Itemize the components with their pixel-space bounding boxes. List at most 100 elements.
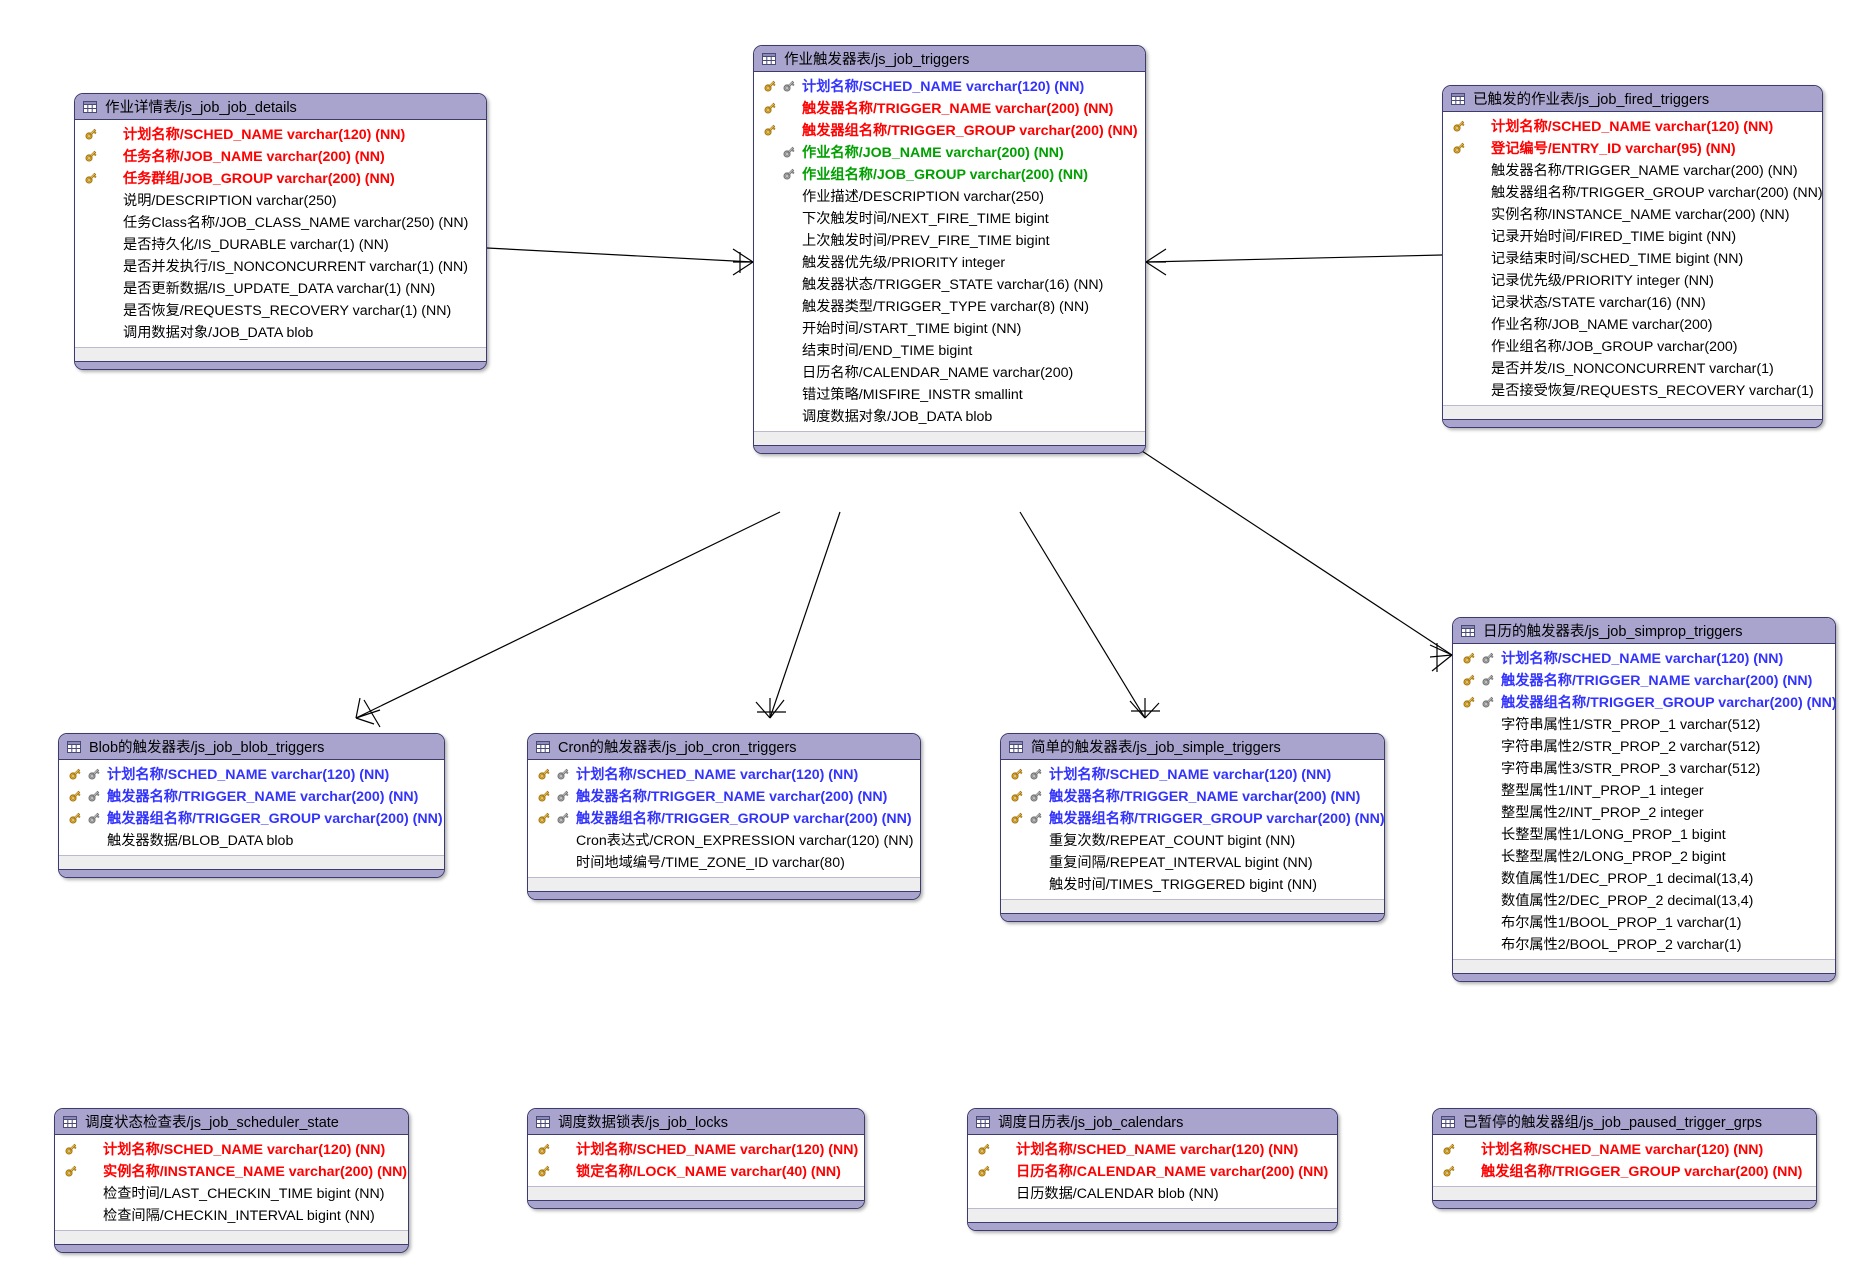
field-row[interactable]: 布尔属性1/BOOL_PROP_1 varchar(1) [1453, 911, 1835, 933]
field-row[interactable]: 计划名称/SCHED_NAME varchar(120) (NN) [1001, 763, 1384, 785]
field-row[interactable]: 日历数据/CALENDAR blob (NN) [968, 1182, 1337, 1204]
field-row[interactable]: 实例名称/INSTANCE_NAME varchar(200) (NN) [55, 1160, 408, 1182]
field-row[interactable]: 记录结束时间/SCHED_TIME bigint (NN) [1443, 247, 1822, 269]
field-row[interactable]: 作业名称/JOB_NAME varchar(200) [1443, 313, 1822, 335]
field-row[interactable]: 数值属性1/DEC_PROP_1 decimal(13,4) [1453, 867, 1835, 889]
field-row[interactable]: 触发器组名称/TRIGGER_GROUP varchar(200) (NN) [754, 119, 1145, 141]
field-row[interactable]: 记录开始时间/FIRED_TIME bigint (NN) [1443, 225, 1822, 247]
entity-job_simprop_triggers[interactable]: 日历的触发器表/js_job_simprop_triggers 计划名称/SCHE… [1452, 617, 1836, 982]
entity-job_job_details[interactable]: 作业详情表/js_job_job_details 计划名称/SCHED_NAME … [74, 93, 487, 370]
entity-title-job_locks[interactable]: 调度数据锁表/js_job_locks [528, 1109, 864, 1135]
field-row[interactable]: 是否更新数据/IS_UPDATE_DATA varchar(1) (NN) [75, 277, 486, 299]
entity-job_locks[interactable]: 调度数据锁表/js_job_locks 计划名称/SCHED_NAME varch… [527, 1108, 865, 1209]
field-row[interactable]: 记录优先级/PRIORITY integer (NN) [1443, 269, 1822, 291]
field-row[interactable]: 日历名称/CALENDAR_NAME varchar(200) [754, 361, 1145, 383]
field-row[interactable]: 作业组名称/JOB_GROUP varchar(200) [1443, 335, 1822, 357]
field-row[interactable]: 触发器组名称/TRIGGER_GROUP varchar(200) (NN) [1453, 691, 1835, 713]
field-row[interactable]: 是否恢复/REQUESTS_RECOVERY varchar(1) (NN) [75, 299, 486, 321]
field-row[interactable]: 调用数据对象/JOB_DATA blob [75, 321, 486, 343]
field-row[interactable]: 数值属性2/DEC_PROP_2 decimal(13,4) [1453, 889, 1835, 911]
field-row[interactable]: 整型属性1/INT_PROP_1 integer [1453, 779, 1835, 801]
entity-title-job_job_details[interactable]: 作业详情表/js_job_job_details [75, 94, 486, 120]
field-row[interactable]: 作业组名称/JOB_GROUP varchar(200) (NN) [754, 163, 1145, 185]
field-row[interactable]: 触发时间/TIMES_TRIGGERED bigint (NN) [1001, 873, 1384, 895]
field-row[interactable]: 触发器数据/BLOB_DATA blob [59, 829, 444, 851]
field-row[interactable]: 上次触发时间/PREV_FIRE_TIME bigint [754, 229, 1145, 251]
field-row[interactable]: 作业描述/DESCRIPTION varchar(250) [754, 185, 1145, 207]
field-row[interactable]: 是否并发执行/IS_NONCONCURRENT varchar(1) (NN) [75, 255, 486, 277]
field-row[interactable]: 字符串属性1/STR_PROP_1 varchar(512) [1453, 713, 1835, 735]
field-row[interactable]: 检查时间/LAST_CHECKIN_TIME bigint (NN) [55, 1182, 408, 1204]
field-row[interactable]: 登记编号/ENTRY_ID varchar(95) (NN) [1443, 137, 1822, 159]
field-row[interactable]: 实例名称/INSTANCE_NAME varchar(200) (NN) [1443, 203, 1822, 225]
field-row[interactable]: 计划名称/SCHED_NAME varchar(120) (NN) [528, 1138, 864, 1160]
field-row[interactable]: Cron表达式/CRON_EXPRESSION varchar(120) (NN… [528, 829, 920, 851]
entity-title-job_paused_trigger_grps[interactable]: 已暂停的触发器组/js_job_paused_trigger_grps [1433, 1109, 1816, 1135]
entity-title-job_simple_triggers[interactable]: 简单的触发器表/js_job_simple_triggers [1001, 734, 1384, 760]
entity-job_blob_triggers[interactable]: Blob的触发器表/js_job_blob_triggers 计划名称/SCHED… [58, 733, 445, 878]
entity-job_scheduler_state[interactable]: 调度状态检查表/js_job_scheduler_state 计划名称/SCHED… [54, 1108, 409, 1253]
field-row[interactable]: 触发器名称/TRIGGER_NAME varchar(200) (NN) [1001, 785, 1384, 807]
entity-job_cron_triggers[interactable]: Cron的触发器表/js_job_cron_triggers 计划名称/SCHED… [527, 733, 921, 900]
field-row[interactable]: 触发组名称/TRIGGER_GROUP varchar(200) (NN) [1433, 1160, 1816, 1182]
field-row[interactable]: 计划名称/SCHED_NAME varchar(120) (NN) [55, 1138, 408, 1160]
field-row[interactable]: 计划名称/SCHED_NAME varchar(120) (NN) [754, 75, 1145, 97]
entity-title-job_triggers[interactable]: 作业触发器表/js_job_triggers [754, 46, 1145, 72]
entity-title-job_simprop_triggers[interactable]: 日历的触发器表/js_job_simprop_triggers [1453, 618, 1835, 644]
field-row[interactable]: 错过策略/MISFIRE_INSTR smallint [754, 383, 1145, 405]
field-row[interactable]: 记录状态/STATE varchar(16) (NN) [1443, 291, 1822, 313]
field-row[interactable]: 布尔属性2/BOOL_PROP_2 varchar(1) [1453, 933, 1835, 955]
field-row[interactable]: 重复次数/REPEAT_COUNT bigint (NN) [1001, 829, 1384, 851]
field-row[interactable]: 长整型属性1/LONG_PROP_1 bigint [1453, 823, 1835, 845]
entity-job_paused_trigger_grps[interactable]: 已暂停的触发器组/js_job_paused_trigger_grps 计划名称/… [1432, 1108, 1817, 1209]
field-row[interactable]: 触发器优先级/PRIORITY integer [754, 251, 1145, 273]
field-row[interactable]: 计划名称/SCHED_NAME varchar(120) (NN) [528, 763, 920, 785]
field-row[interactable]: 时间地域编号/TIME_ZONE_ID varchar(80) [528, 851, 920, 873]
field-row[interactable]: 计划名称/SCHED_NAME varchar(120) (NN) [1443, 115, 1822, 137]
field-row[interactable]: 作业名称/JOB_NAME varchar(200) (NN) [754, 141, 1145, 163]
field-row[interactable]: 计划名称/SCHED_NAME varchar(120) (NN) [1453, 647, 1835, 669]
entity-job_fired_triggers[interactable]: 已触发的作业表/js_job_fired_triggers 计划名称/SCHED_… [1442, 85, 1823, 428]
field-row[interactable]: 计划名称/SCHED_NAME varchar(120) (NN) [75, 123, 486, 145]
field-row[interactable]: 结束时间/END_TIME bigint [754, 339, 1145, 361]
field-row[interactable]: 长整型属性2/LONG_PROP_2 bigint [1453, 845, 1835, 867]
field-row[interactable]: 是否接受恢复/REQUESTS_RECOVERY varchar(1) [1443, 379, 1822, 401]
field-row[interactable]: 触发器组名称/TRIGGER_GROUP varchar(200) (NN) [528, 807, 920, 829]
field-row[interactable]: 任务群组/JOB_GROUP varchar(200) (NN) [75, 167, 486, 189]
field-row[interactable]: 计划名称/SCHED_NAME varchar(120) (NN) [1433, 1138, 1816, 1160]
entity-title-job_calendars[interactable]: 调度日历表/js_job_calendars [968, 1109, 1337, 1135]
field-row[interactable]: 触发器名称/TRIGGER_NAME varchar(200) (NN) [1453, 669, 1835, 691]
field-row[interactable]: 检查间隔/CHECKIN_INTERVAL bigint (NN) [55, 1204, 408, 1226]
entity-title-job_scheduler_state[interactable]: 调度状态检查表/js_job_scheduler_state [55, 1109, 408, 1135]
field-row[interactable]: 下次触发时间/NEXT_FIRE_TIME bigint [754, 207, 1145, 229]
field-row[interactable]: 触发器组名称/TRIGGER_GROUP varchar(200) (NN) [1001, 807, 1384, 829]
entity-job_calendars[interactable]: 调度日历表/js_job_calendars 计划名称/SCHED_NAME va… [967, 1108, 1338, 1231]
field-row[interactable]: 计划名称/SCHED_NAME varchar(120) (NN) [59, 763, 444, 785]
field-row[interactable]: 任务名称/JOB_NAME varchar(200) (NN) [75, 145, 486, 167]
field-row[interactable]: 重复间隔/REPEAT_INTERVAL bigint (NN) [1001, 851, 1384, 873]
entity-title-job_fired_triggers[interactable]: 已触发的作业表/js_job_fired_triggers [1443, 86, 1822, 112]
field-row[interactable]: 触发器状态/TRIGGER_STATE varchar(16) (NN) [754, 273, 1145, 295]
field-row[interactable]: 计划名称/SCHED_NAME varchar(120) (NN) [968, 1138, 1337, 1160]
field-row[interactable]: 字符串属性3/STR_PROP_3 varchar(512) [1453, 757, 1835, 779]
field-row[interactable]: 说明/DESCRIPTION varchar(250) [75, 189, 486, 211]
field-row[interactable]: 触发器类型/TRIGGER_TYPE varchar(8) (NN) [754, 295, 1145, 317]
field-row[interactable]: 触发器名称/TRIGGER_NAME varchar(200) (NN) [528, 785, 920, 807]
field-row[interactable]: 开始时间/START_TIME bigint (NN) [754, 317, 1145, 339]
entity-title-job_blob_triggers[interactable]: Blob的触发器表/js_job_blob_triggers [59, 734, 444, 760]
field-row[interactable]: 触发器名称/TRIGGER_NAME varchar(200) (NN) [754, 97, 1145, 119]
field-row[interactable]: 是否并发/IS_NONCONCURRENT varchar(1) [1443, 357, 1822, 379]
field-row[interactable]: 是否持久化/IS_DURABLE varchar(1) (NN) [75, 233, 486, 255]
field-row[interactable]: 调度数据对象/JOB_DATA blob [754, 405, 1145, 427]
field-row[interactable]: 整型属性2/INT_PROP_2 integer [1453, 801, 1835, 823]
field-row[interactable]: 触发器组名称/TRIGGER_GROUP varchar(200) (NN) [59, 807, 444, 829]
field-row[interactable]: 锁定名称/LOCK_NAME varchar(40) (NN) [528, 1160, 864, 1182]
entity-job_simple_triggers[interactable]: 简单的触发器表/js_job_simple_triggers 计划名称/SCHED… [1000, 733, 1385, 922]
entity-title-job_cron_triggers[interactable]: Cron的触发器表/js_job_cron_triggers [528, 734, 920, 760]
field-row[interactable]: 日历名称/CALENDAR_NAME varchar(200) (NN) [968, 1160, 1337, 1182]
field-row[interactable]: 触发器名称/TRIGGER_NAME varchar(200) (NN) [59, 785, 444, 807]
field-row[interactable]: 任务Class名称/JOB_CLASS_NAME varchar(250) (N… [75, 211, 486, 233]
field-row[interactable]: 字符串属性2/STR_PROP_2 varchar(512) [1453, 735, 1835, 757]
field-row[interactable]: 触发器名称/TRIGGER_NAME varchar(200) (NN) [1443, 159, 1822, 181]
field-row[interactable]: 触发器组名称/TRIGGER_GROUP varchar(200) (NN) [1443, 181, 1822, 203]
